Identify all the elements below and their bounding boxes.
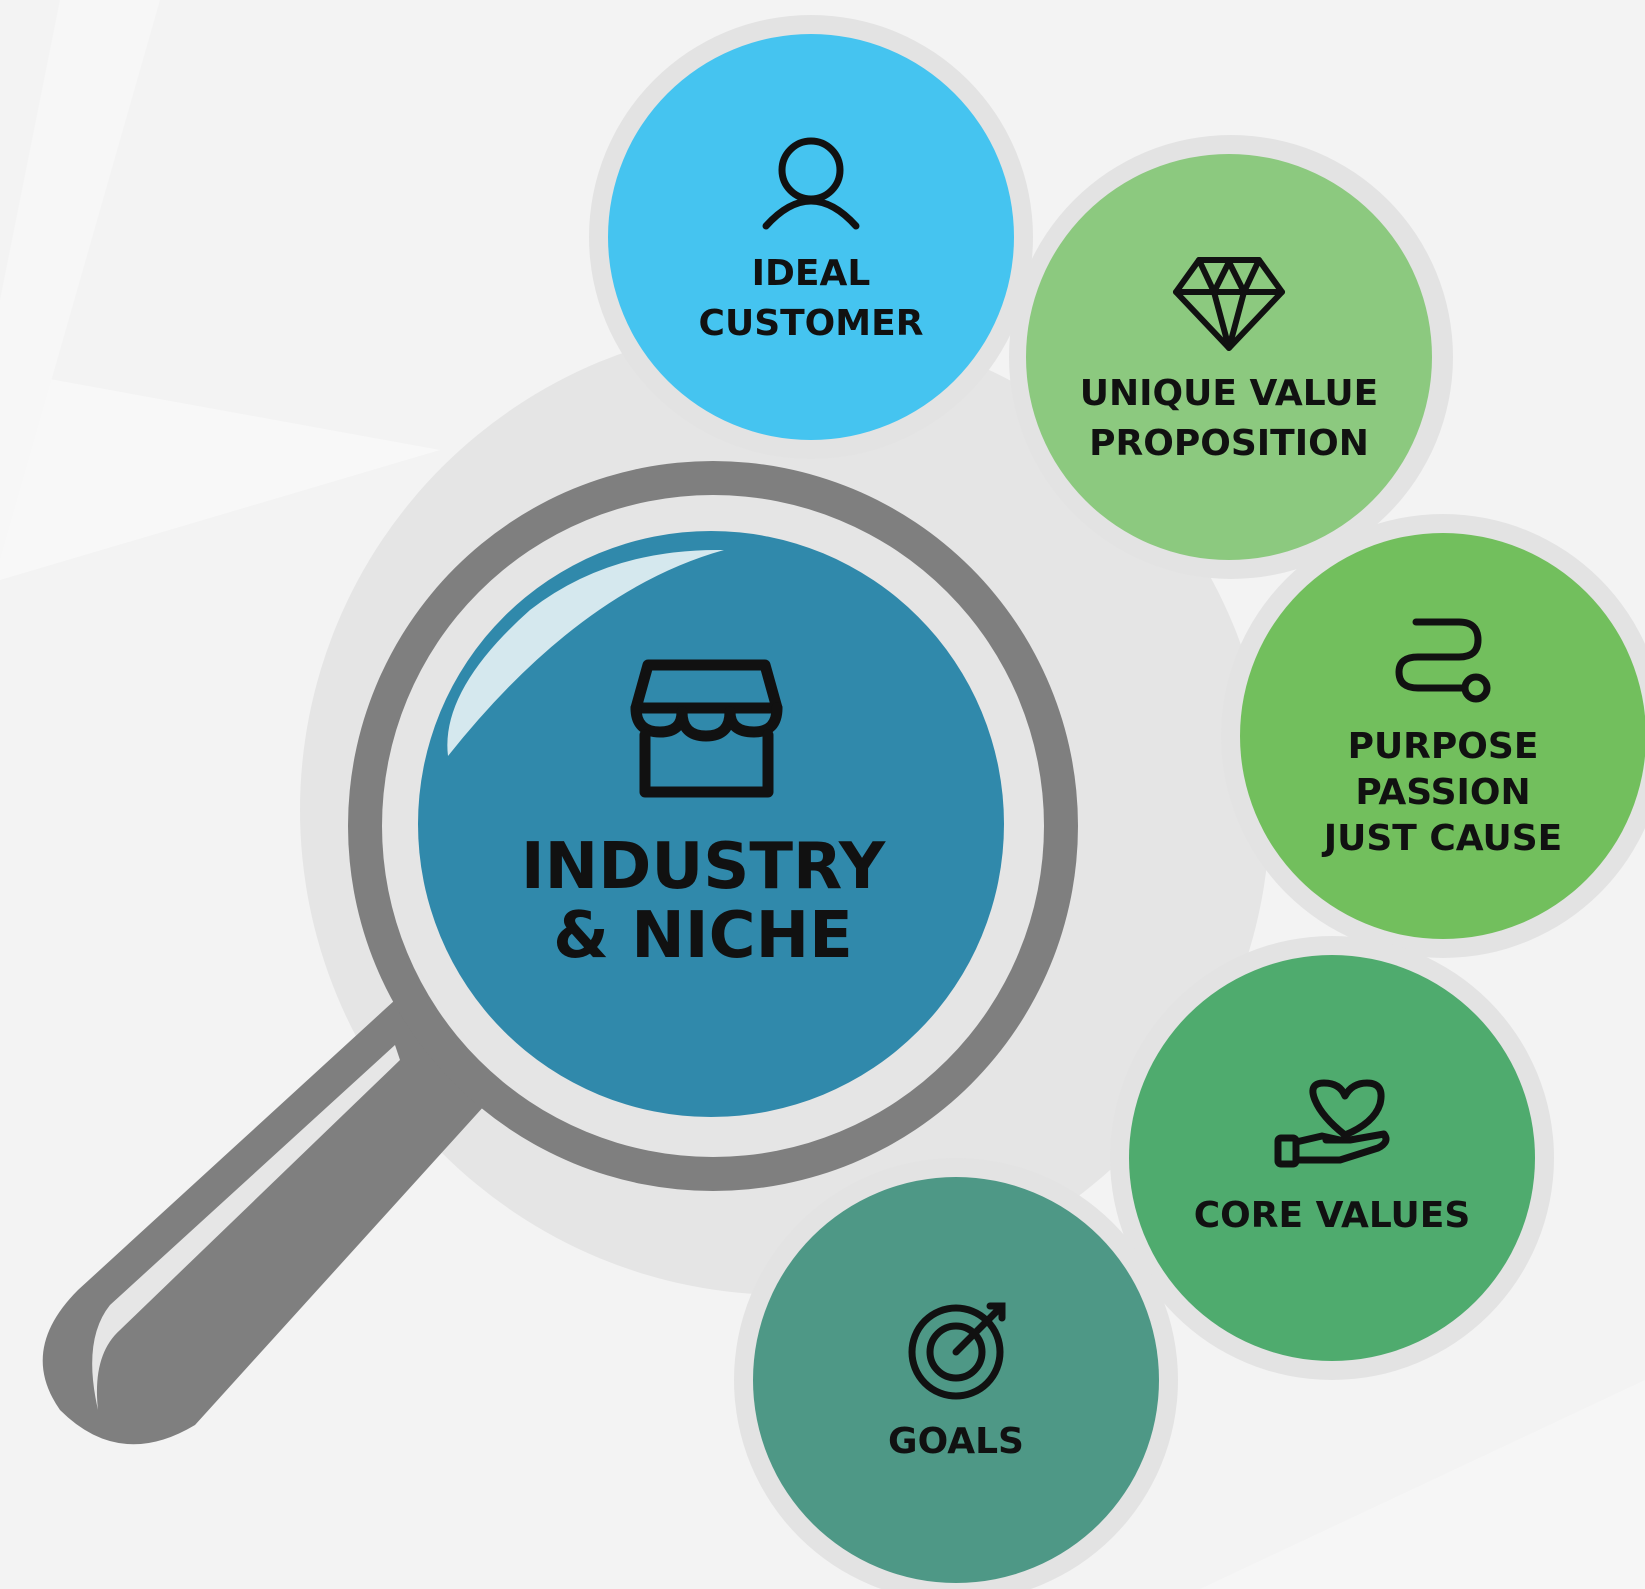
purpose-line-2: PASSION <box>1355 772 1530 813</box>
magnifier-lens <box>418 531 1004 1117</box>
magnifier-handle <box>42 1000 486 1445</box>
node-ideal-customer: IDEAL CUSTOMER <box>608 34 1014 440</box>
node-unique-value: UNIQUE VALUE PROPOSITION <box>1026 154 1432 560</box>
lens-glare <box>447 549 724 756</box>
ideal-customer-line-2: CUSTOMER <box>699 303 924 344</box>
center-title-line-1: INDUSTRY <box>521 830 886 904</box>
heart-hand-icon <box>1274 1079 1390 1168</box>
node-goals: GOALS <box>753 1177 1159 1583</box>
storefront-icon <box>630 659 783 798</box>
unique-value-line-2: PROPOSITION <box>1089 423 1369 464</box>
purpose-line-3: JUST CAUSE <box>1321 818 1563 859</box>
diamond-icon <box>1173 257 1285 351</box>
purpose-line-1: PURPOSE <box>1348 726 1539 767</box>
route-icon <box>1395 618 1491 703</box>
unique-value-line-1: UNIQUE VALUE <box>1080 373 1378 414</box>
ideal-customer-line-1: IDEAL <box>752 253 871 294</box>
core-values-line-1: CORE VALUES <box>1194 1195 1471 1236</box>
node-purpose: PURPOSE PASSION JUST CAUSE <box>1240 533 1645 939</box>
node-core-values: CORE VALUES <box>1129 955 1535 1361</box>
goals-line-1: GOALS <box>888 1421 1024 1462</box>
user-icon <box>762 137 860 230</box>
target-icon <box>908 1302 1006 1400</box>
center-title-line-2: & NICHE <box>553 899 853 973</box>
